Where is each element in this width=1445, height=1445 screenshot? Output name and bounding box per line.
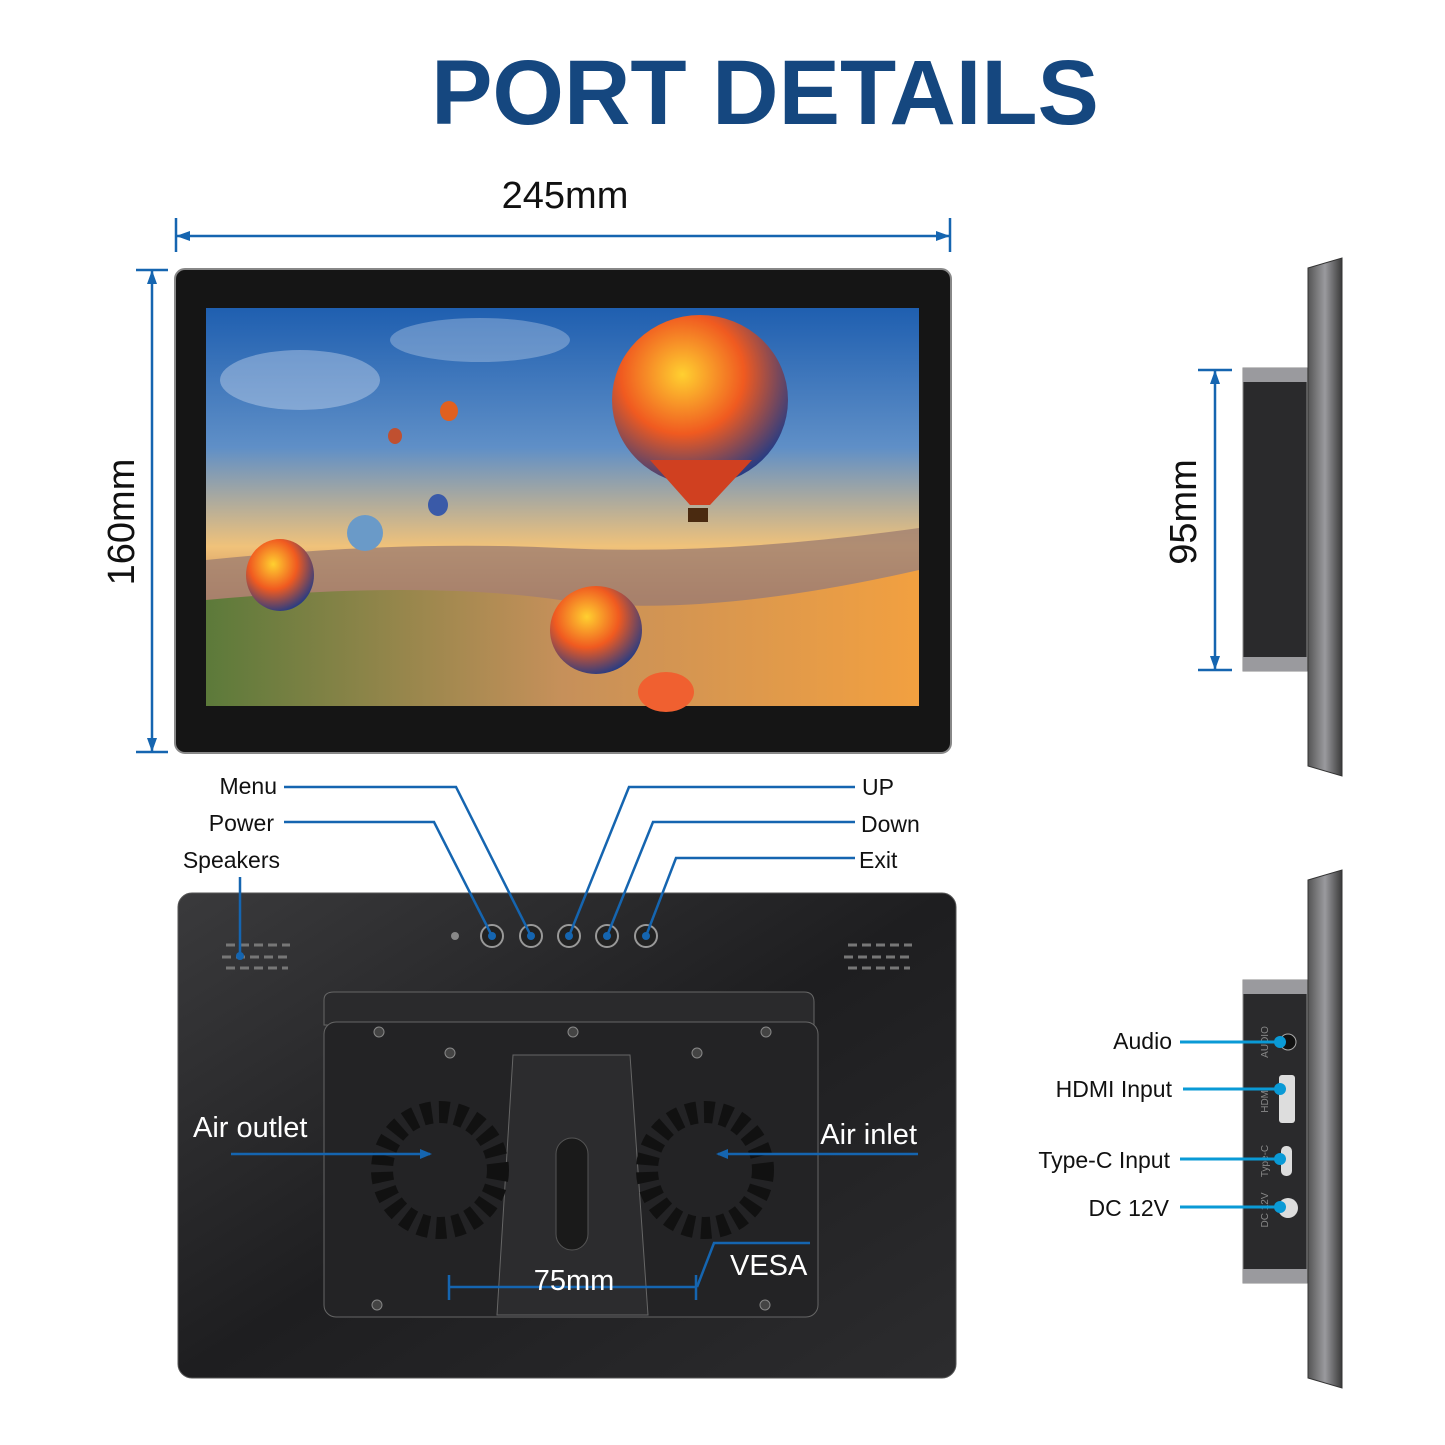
air-inlet-label: Air inlet xyxy=(820,1119,917,1151)
down-label: Down xyxy=(861,811,920,837)
width-label: 245mm xyxy=(502,175,629,217)
screen-image xyxy=(206,308,919,712)
side-view-ports: AUDIO HDMI Type-C DC 12V Audio HDMI Inpu… xyxy=(1038,869,1343,1389)
button-callouts: Menu Power Speakers UP Down Exit xyxy=(183,773,920,960)
page-title: PORT DETAILS xyxy=(431,42,1099,144)
air-inlet-vent xyxy=(636,1101,774,1239)
depth-label: 95mm xyxy=(1163,459,1205,565)
vesa-dimension-label: 75mm xyxy=(534,1265,615,1297)
power-label: Power xyxy=(209,810,275,836)
rear-callouts: Air outlet Air inlet VESA 75mm xyxy=(193,1112,918,1300)
speaker-grille-left xyxy=(222,943,292,970)
hdmi-port-print: HDMI xyxy=(1260,1087,1271,1113)
up-label: UP xyxy=(862,774,894,800)
audio-label: Audio xyxy=(1113,1028,1172,1054)
height-label: 160mm xyxy=(101,459,143,586)
vesa-label: VESA xyxy=(730,1250,808,1282)
speakers-label: Speakers xyxy=(183,847,280,873)
dc-label: DC 12V xyxy=(1088,1195,1169,1221)
width-dimension: 245mm xyxy=(174,175,952,252)
monitor-rear xyxy=(177,892,957,1379)
monitor-front xyxy=(174,268,952,754)
air-outlet-label: Air outlet xyxy=(193,1112,307,1144)
type-c-label: Type-C Input xyxy=(1038,1147,1170,1173)
exit-label: Exit xyxy=(859,847,898,873)
dc-port-print: DC 12V xyxy=(1260,1192,1271,1227)
hdmi-port xyxy=(1279,1075,1295,1123)
height-dimension: 160mm xyxy=(101,268,168,754)
type-c-port xyxy=(1281,1146,1292,1176)
air-outlet-vent xyxy=(371,1101,509,1239)
menu-label: Menu xyxy=(219,773,277,799)
hdmi-label: HDMI Input xyxy=(1056,1076,1173,1102)
speaker-grille-right xyxy=(844,943,914,970)
side-view-top: 95mm xyxy=(1163,257,1343,777)
type-c-port-print: Type-C xyxy=(1260,1145,1271,1177)
